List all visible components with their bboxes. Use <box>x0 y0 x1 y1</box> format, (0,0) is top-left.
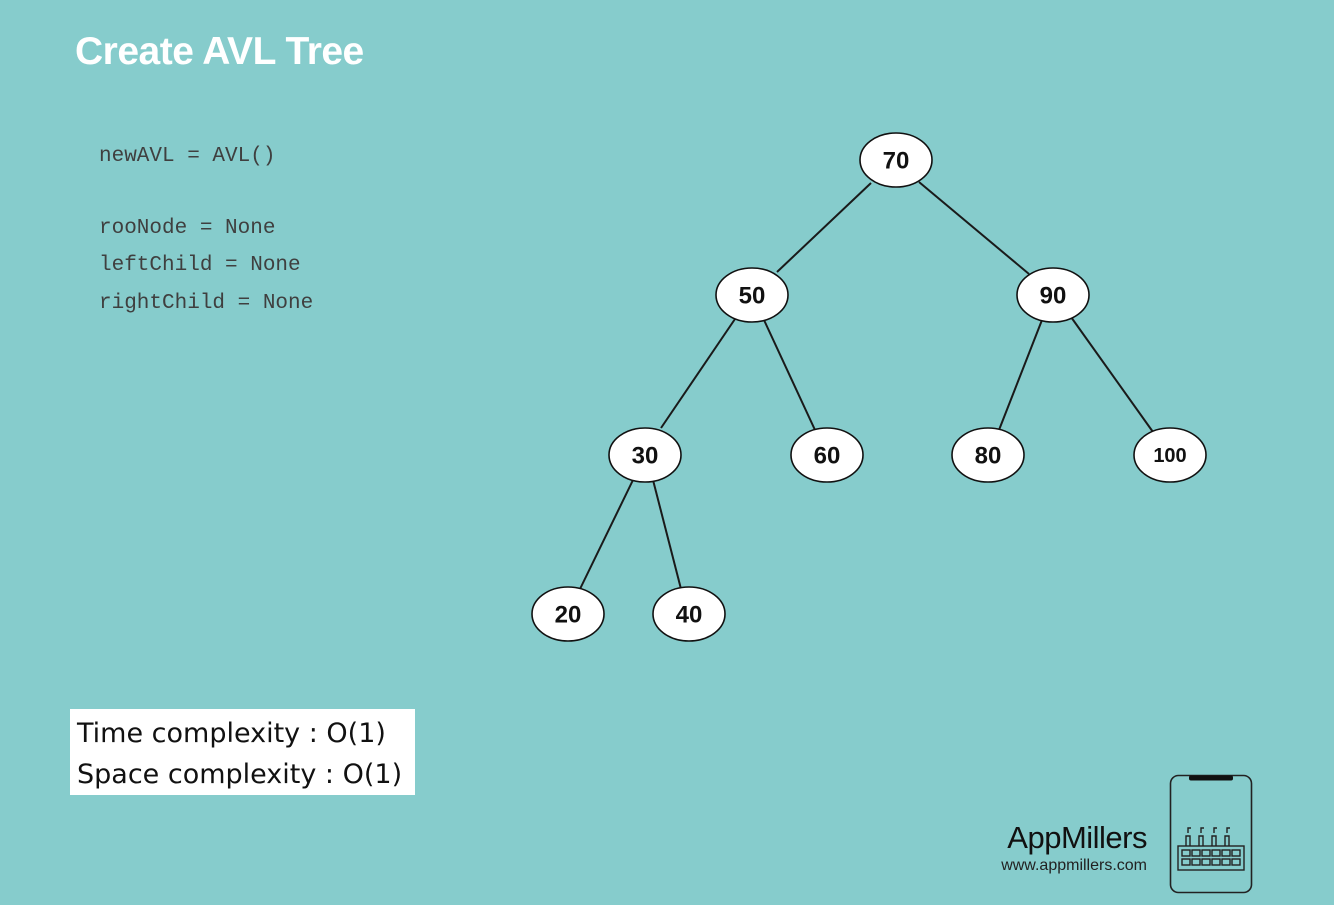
tree-edge-30-40 <box>652 479 682 590</box>
tree-edge-50-60 <box>763 319 816 431</box>
tree-node-70-label: 70 <box>883 148 910 175</box>
tree-edge-70-90 <box>918 181 1030 275</box>
tree-node-90-label: 90 <box>1040 283 1067 310</box>
brand-url: www.appmillers.com <box>1001 857 1147 874</box>
tree-edge-90-100 <box>1070 316 1154 433</box>
complexity-box: Time complexity : O(1) Space complexity … <box>70 709 415 795</box>
tree-node-60-label: 60 <box>814 443 841 470</box>
tree-edge-30-20 <box>579 479 634 590</box>
code-block: newAVL = AVL() rooNode = None leftChild … <box>99 138 313 322</box>
slide-title: Create AVL Tree <box>75 30 364 73</box>
tree-node-70: 70 <box>859 132 933 188</box>
brand-name: AppMillers <box>1007 820 1147 855</box>
code-line-root-node: rooNode = None <box>99 216 276 240</box>
code-line-right-child: rightChild = None <box>99 291 314 315</box>
phone-factory-icon <box>1169 774 1253 894</box>
tree-node-30-label: 30 <box>632 443 659 470</box>
tree-node-30: 30 <box>608 427 682 483</box>
tree-node-40-label: 40 <box>676 602 703 629</box>
tree-node-80: 80 <box>951 427 1025 483</box>
tree-node-60: 60 <box>790 427 864 483</box>
tree-node-90: 90 <box>1016 267 1090 323</box>
tree-edge-70-50 <box>776 182 872 273</box>
time-complexity-text: Time complexity : O(1) <box>77 718 386 749</box>
brand-block: AppMillers www.appmillers.com <box>1001 820 1147 876</box>
tree-node-100-label: 100 <box>1153 445 1186 467</box>
tree-node-20-label: 20 <box>555 602 582 629</box>
code-line-new-avl: newAVL = AVL() <box>99 145 276 168</box>
tree-node-100: 100 <box>1133 427 1207 483</box>
tree-edge-90-80 <box>998 319 1043 431</box>
tree-node-40: 40 <box>652 586 726 642</box>
tree-node-80-label: 80 <box>975 443 1002 470</box>
tree-node-50-label: 50 <box>739 283 766 310</box>
tree-node-50: 50 <box>715 267 789 323</box>
code-line-left-child: leftChild = None <box>99 254 301 277</box>
tree-node-20: 20 <box>531 586 605 642</box>
tree-edge-50-30 <box>660 318 736 429</box>
space-complexity-text: Space complexity : O(1) <box>77 759 403 790</box>
